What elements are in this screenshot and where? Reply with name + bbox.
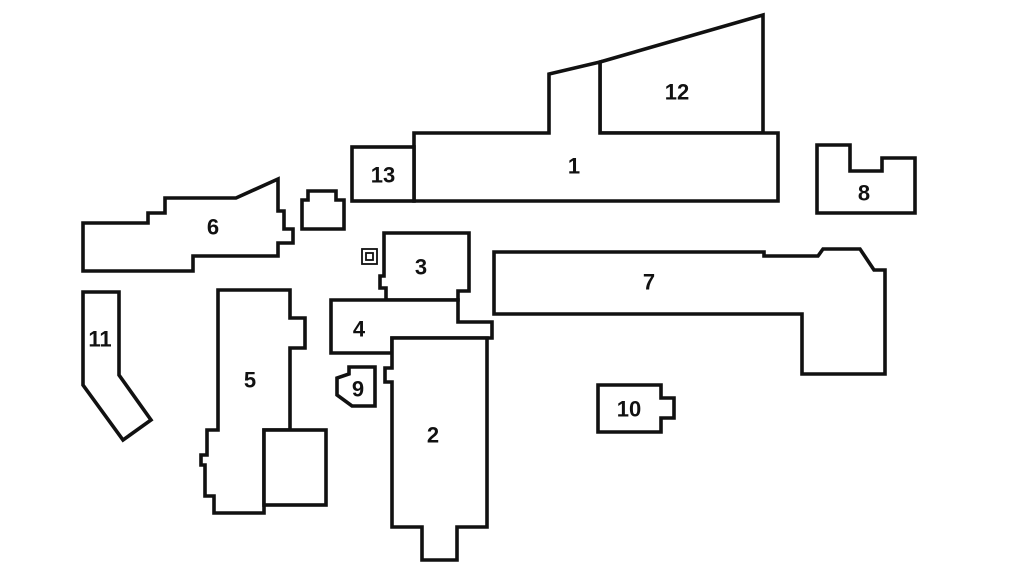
building-13[interactable]: 13 [350,145,416,203]
building-10[interactable]: 10 [596,383,676,434]
building-8[interactable]: 8 [815,143,917,215]
building-2[interactable]: 2 [383,336,489,562]
utility-fixture [361,248,378,265]
building-12[interactable]: 12 [598,12,765,135]
building-9[interactable]: 9 [335,365,377,408]
building-11[interactable]: 11 [81,290,154,443]
building-7[interactable]: 7 [492,247,887,376]
unnumbered-building[interactable] [300,189,346,231]
building-3[interactable]: 3 [378,231,471,302]
building-5-annex[interactable] [262,428,328,507]
building-6[interactable]: 6 [81,176,295,273]
